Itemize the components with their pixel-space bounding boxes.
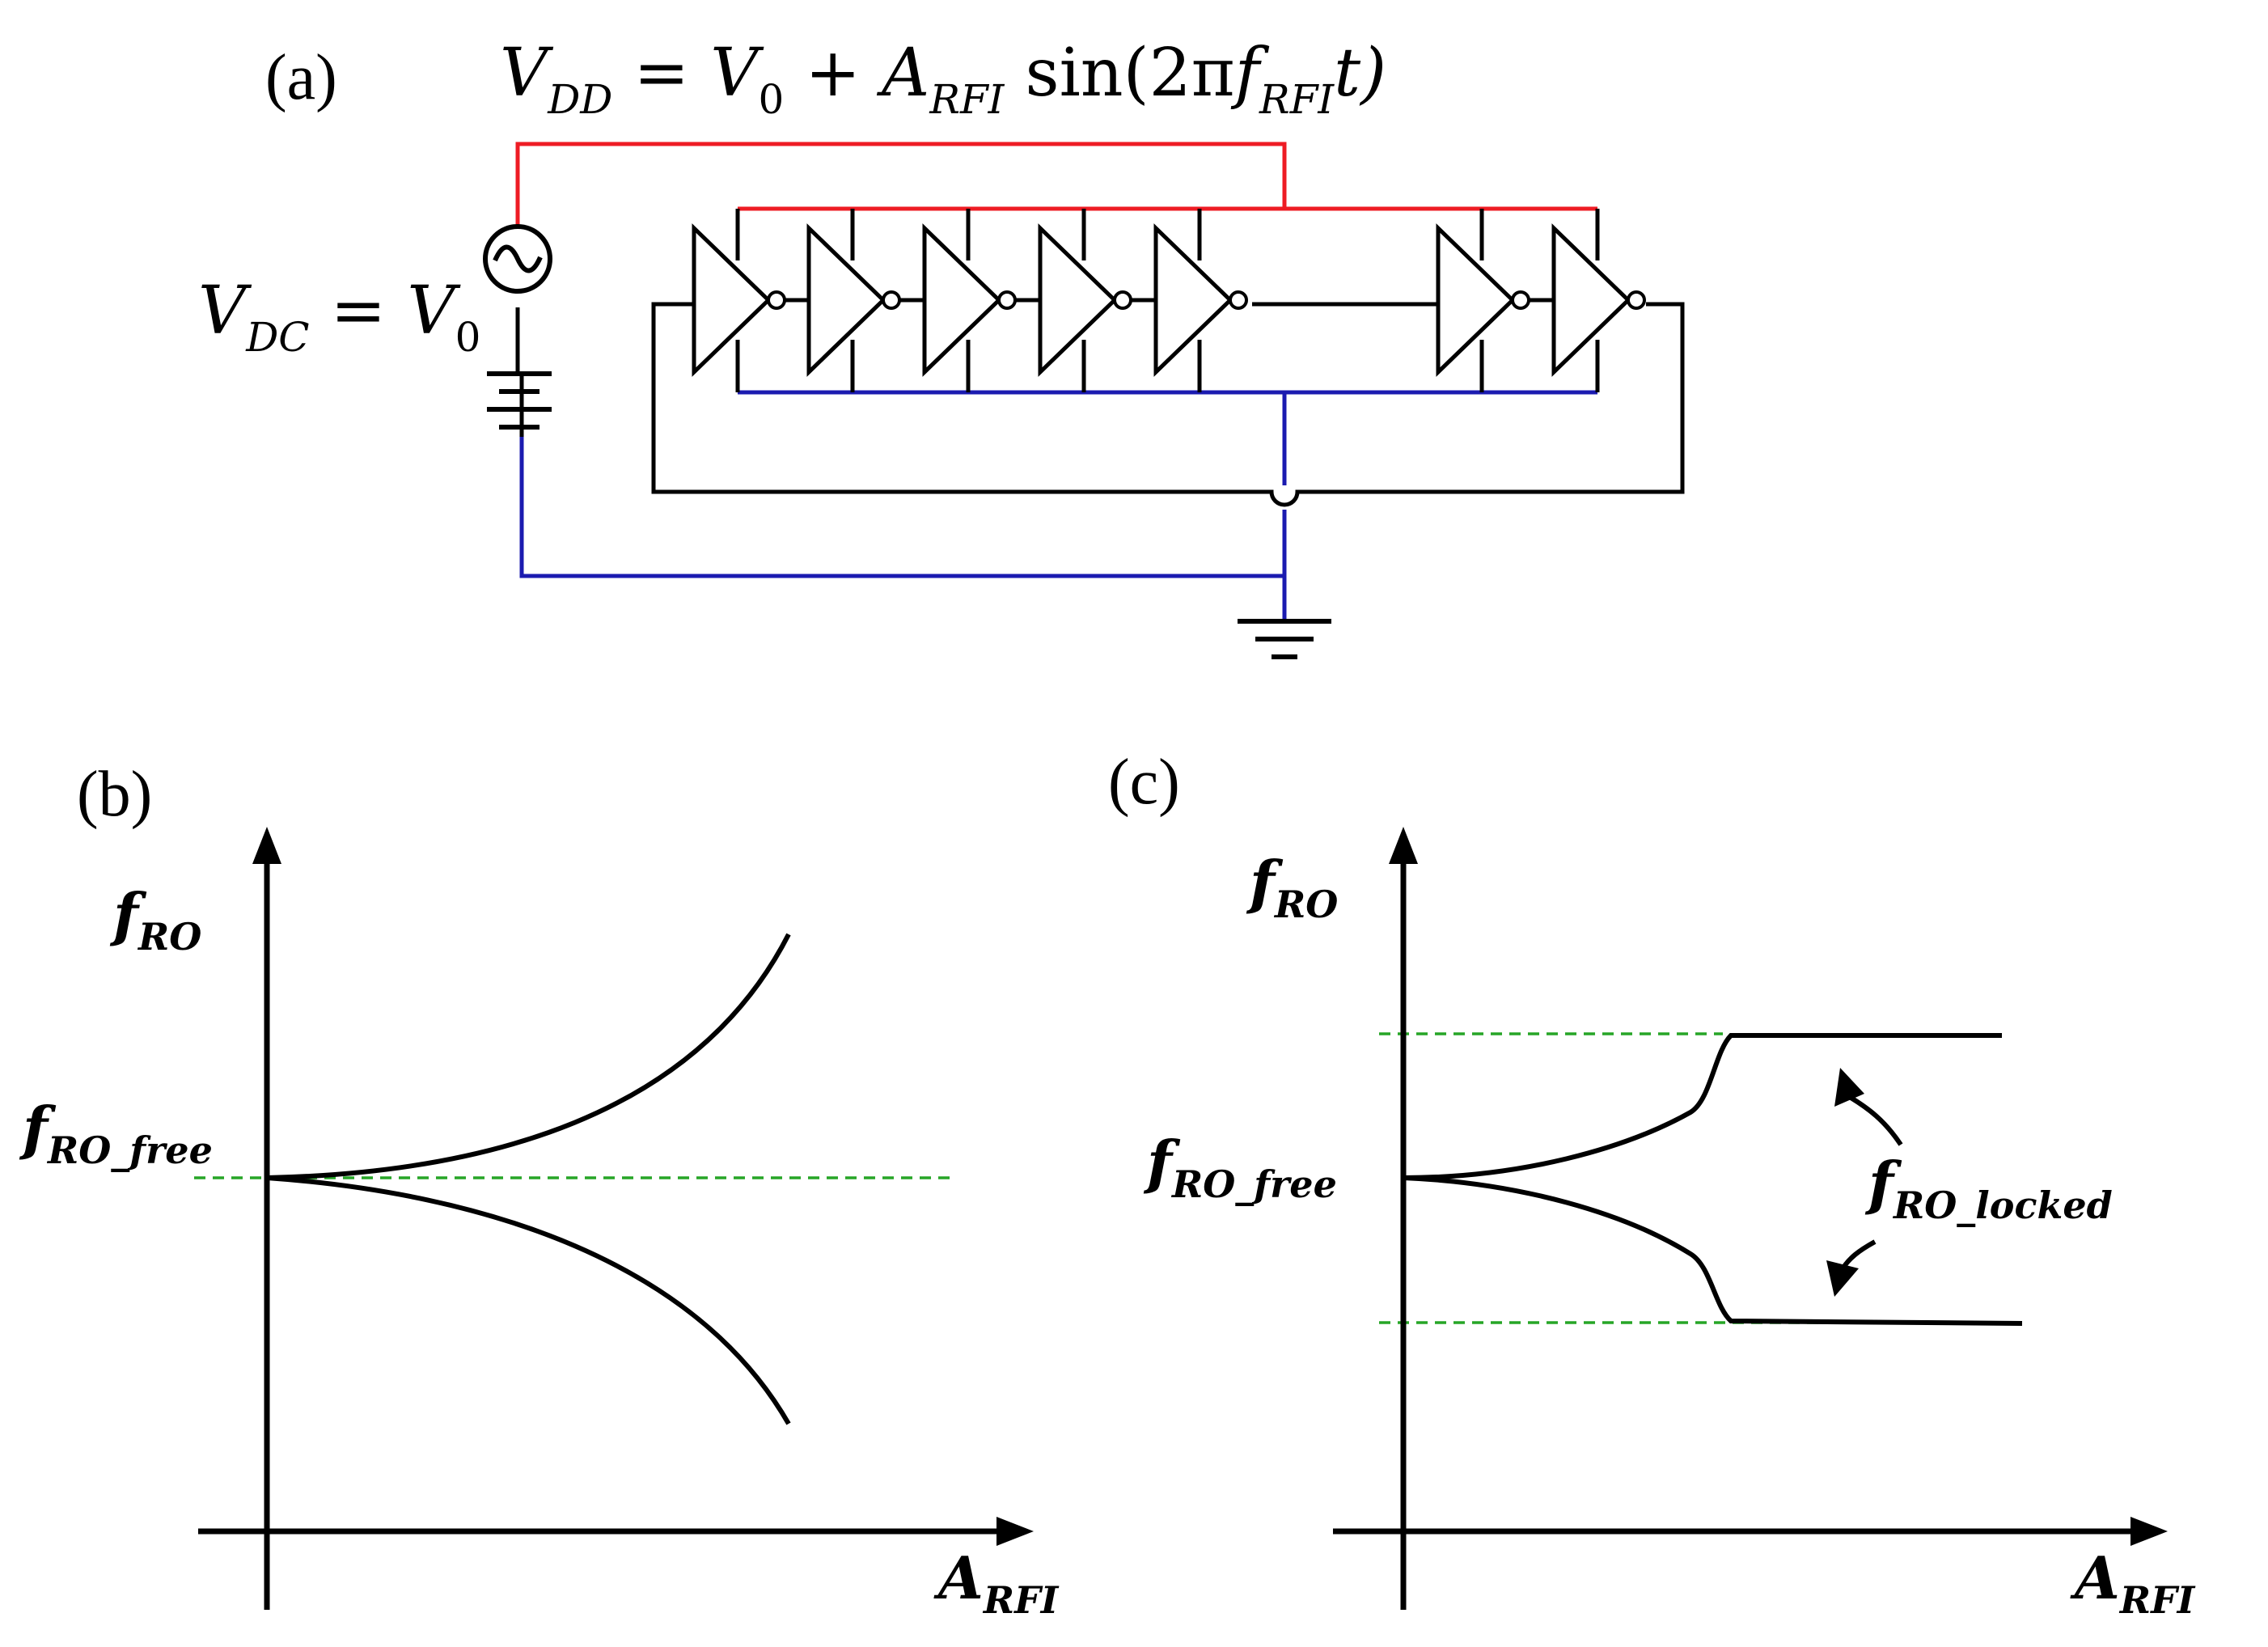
inverter-6-icon [1436,209,1554,392]
panel-c-lower-arrow-icon [1826,1239,1877,1297]
panel-c-x-label: ARFI [2070,1543,2196,1622]
panel-b-upper-curve [266,933,791,1180]
feedback-wire [651,302,1685,507]
panel-c-y-arrow-icon [1389,827,1418,864]
battery-icon [487,307,552,437]
vdd-equation-eq: = [612,35,710,112]
vdd-equation-amp: A [876,35,929,112]
vdd-equation-tail: t) [1334,35,1386,112]
vdd-equation: VDD = V0 + ARFI sin(2πfRFIt) [500,35,1386,123]
vdd-equation-v0-sub: 0 [758,76,784,123]
ground-icon [1238,619,1331,659]
vdc-equation-lhs-sub: DC [245,314,309,361]
vdd-equation-plus: + [784,35,882,112]
panel-b-y-arrow-icon [252,827,281,864]
panel-b-lower-curve [266,1175,791,1425]
vdc-equation-lhs: V [198,273,252,349]
vdc-equation-eq: = [310,273,408,349]
panel-c-y-label: fRO [1246,848,1338,926]
panel-b: (b) fRO ARFI fRO_free [19,759,1060,1622]
panel-a: (a) VDD = V0 + ARFI sin(2πfRFIt) VDC = V… [198,35,1685,659]
ac-source-icon [483,224,552,294]
panel-c-upper-arrow-icon [1834,1068,1903,1146]
panel-c-x-arrow-icon [2130,1517,2168,1546]
panel-b-y-label: fRO [109,880,201,959]
vdc-equation-rhs-sub: 0 [455,314,481,361]
vdd-equation-lhs-sub: DD [547,76,612,123]
panel-b-ref-label: fRO_free [19,1094,213,1172]
inverter-5-icon [1153,209,1248,392]
panel-c-label: (c) [1108,747,1180,818]
ground-wire [519,390,1597,620]
supply-wire [515,142,1597,228]
panel-b-label: (b) [77,759,152,830]
vdd-equation-lhs: V [500,35,554,112]
vdd-equation-v0: V [710,35,764,112]
panel-b-x-label: ARFI [933,1543,1060,1622]
vdd-equation-fn: sin(2π [1004,35,1234,112]
inverter-chain [692,209,1646,392]
inverter-7-icon [1551,209,1646,392]
vdc-equation-rhs: V [407,273,461,349]
panel-c-ref-label: fRO_free [1143,1128,1337,1206]
vdd-equation-amp-sub: RFI [929,76,1005,123]
panel-b-x-arrow-icon [996,1517,1034,1546]
panel-a-label: (a) [265,42,337,113]
inverter-1-icon [692,209,809,392]
panel-c: (c) fRO ARFI fRO_free fRO_locked [1108,747,2196,1622]
panel-c-upper-curve [1403,1033,2002,1180]
vdd-equation-freq-sub: RFI [1259,76,1335,123]
inverter-3-icon [922,209,1040,392]
inverter-4-icon [1038,209,1156,392]
panel-c-locked-label: fRO_locked [1864,1149,2113,1227]
panel-c-lower-curve [1403,1175,2023,1326]
vdc-equation: VDC = V0 [198,273,480,361]
inverter-2-icon [806,209,925,392]
